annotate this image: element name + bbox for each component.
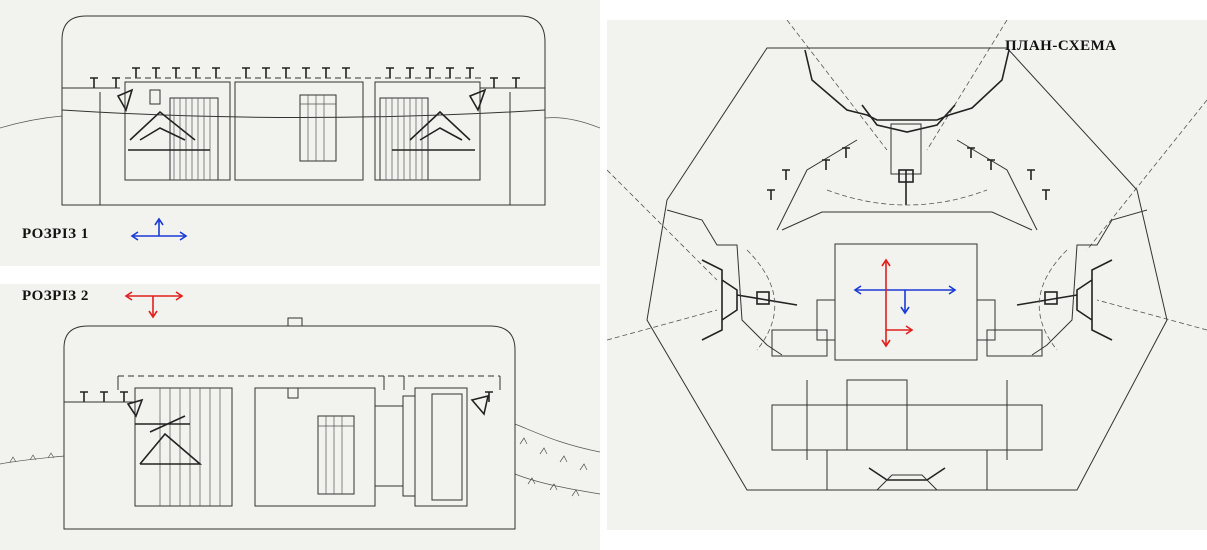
plan-label: ПЛАН-СХЕМА [1005, 38, 1117, 54]
bunker-shell [63, 325, 516, 530]
bottom-embrasure [868, 467, 946, 481]
section-1-panel: РОЗРІЗ 1 [0, 0, 600, 266]
central-room [234, 81, 364, 181]
plan-drawing [607, 20, 1207, 491]
left-gun-mount [128, 110, 210, 151]
central-room [254, 387, 376, 507]
outer-wall [646, 47, 1168, 491]
left-embrasure [701, 259, 738, 341]
section-2-direction-arrows [124, 291, 184, 319]
roof-anchors [90, 67, 520, 88]
top-embrasure [804, 49, 1010, 121]
section-1-direction-arrows [130, 217, 188, 241]
ground-left [0, 455, 65, 465]
section-1-drawing [0, 15, 600, 206]
section-2-panel: РОЗРІЗ 2 [0, 284, 600, 550]
left-embrasure [126, 398, 144, 418]
right-embrasure [470, 394, 490, 416]
plan-lower-room [771, 404, 1043, 451]
plan-direction-arrows [853, 258, 957, 348]
section-2-label: РОЗРІЗ 2 [22, 288, 89, 304]
central-door [299, 94, 337, 162]
left-gun-room [134, 387, 233, 507]
right-room [414, 387, 468, 507]
left-gun-mount [135, 415, 203, 465]
left-embrasure [116, 88, 134, 113]
central-door [317, 415, 355, 495]
ground-right [514, 423, 600, 453]
bunker-shell [61, 15, 546, 206]
grass [9, 437, 588, 497]
right-embrasure [1076, 259, 1113, 341]
right-gun-mount [392, 110, 475, 151]
top-wall-anchors [767, 147, 1050, 200]
right-gun [1016, 294, 1078, 306]
sight-lines [607, 20, 1207, 341]
section-2-drawing [0, 317, 600, 530]
right-embrasure [468, 88, 487, 112]
left-gun [736, 294, 798, 306]
ground-right [544, 117, 600, 129]
section-1-label: РОЗРІЗ 1 [22, 226, 89, 242]
plan-panel: ПЛАН-СХЕМА [607, 20, 1207, 530]
ground-left [0, 115, 63, 129]
